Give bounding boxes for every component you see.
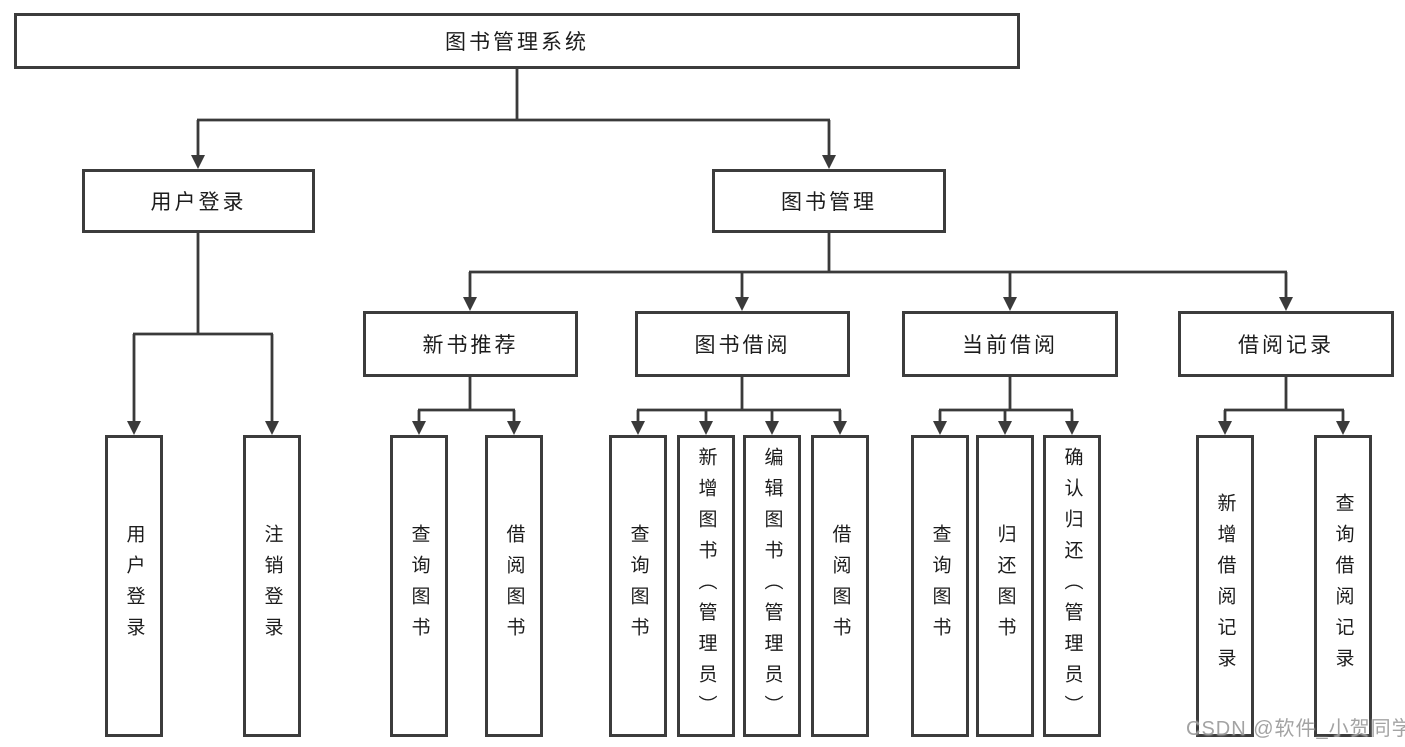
node-new-book-recommendation: 新书推荐 <box>363 311 578 377</box>
csdn-watermark: CSDN @软件_小贺同学 <box>1186 718 1405 740</box>
leaf-label: 确认归还（管理员） <box>1061 446 1083 726</box>
node-current-borrowing: 当前借阅 <box>902 311 1118 377</box>
leaf-return-books: 归还图书 <box>976 435 1034 737</box>
leaf-borrow-books-recommend: 借阅图书 <box>485 435 543 737</box>
node-book-borrowing: 图书借阅 <box>635 311 850 377</box>
node-label: 图书管理系统 <box>445 31 589 54</box>
leaf-confirm-return-admin: 确认归还（管理员） <box>1043 435 1101 737</box>
leaf-label: 归还图书 <box>994 524 1016 648</box>
leaf-user-login: 用户登录 <box>105 435 163 737</box>
leaf-label: 新增图书（管理员） <box>695 446 717 726</box>
leaf-query-borrow-record: 查询借阅记录 <box>1314 435 1372 737</box>
node-label: 用户登录 <box>150 191 247 214</box>
leaf-label: 用户登录 <box>123 524 145 648</box>
leaf-label: 查询图书 <box>408 524 430 648</box>
leaf-label: 编辑图书（管理员） <box>761 446 783 726</box>
leaf-label: 查询借阅记录 <box>1332 493 1354 679</box>
leaf-borrow-books: 借阅图书 <box>811 435 869 737</box>
node-label: 图书借阅 <box>694 334 791 357</box>
node-label: 图书管理 <box>781 191 877 214</box>
leaf-add-borrow-record: 新增借阅记录 <box>1196 435 1254 737</box>
leaf-edit-books-admin: 编辑图书（管理员） <box>743 435 801 737</box>
leaf-add-books-admin: 新增图书（管理员） <box>677 435 735 737</box>
leaf-label: 查询图书 <box>627 524 649 648</box>
leaf-label: 查询图书 <box>929 524 951 648</box>
leaf-label: 借阅图书 <box>503 524 525 648</box>
node-library-management-system: 图书管理系统 <box>14 13 1020 69</box>
leaf-logout: 注销登录 <box>243 435 301 737</box>
leaf-label: 新增借阅记录 <box>1214 493 1236 679</box>
node-borrowing-records: 借阅记录 <box>1178 311 1394 377</box>
node-book-management: 图书管理 <box>712 169 946 233</box>
leaf-query-books-borrowing: 查询图书 <box>609 435 667 737</box>
node-user-login: 用户登录 <box>82 169 315 233</box>
leaf-label: 借阅图书 <box>829 524 851 648</box>
node-label: 新书推荐 <box>422 334 519 357</box>
leaf-query-books-recommend: 查询图书 <box>390 435 448 737</box>
node-label: 当前借阅 <box>962 334 1058 357</box>
leaf-query-books-current: 查询图书 <box>911 435 969 737</box>
leaf-label: 注销登录 <box>261 524 283 648</box>
node-label: 借阅记录 <box>1238 334 1334 357</box>
